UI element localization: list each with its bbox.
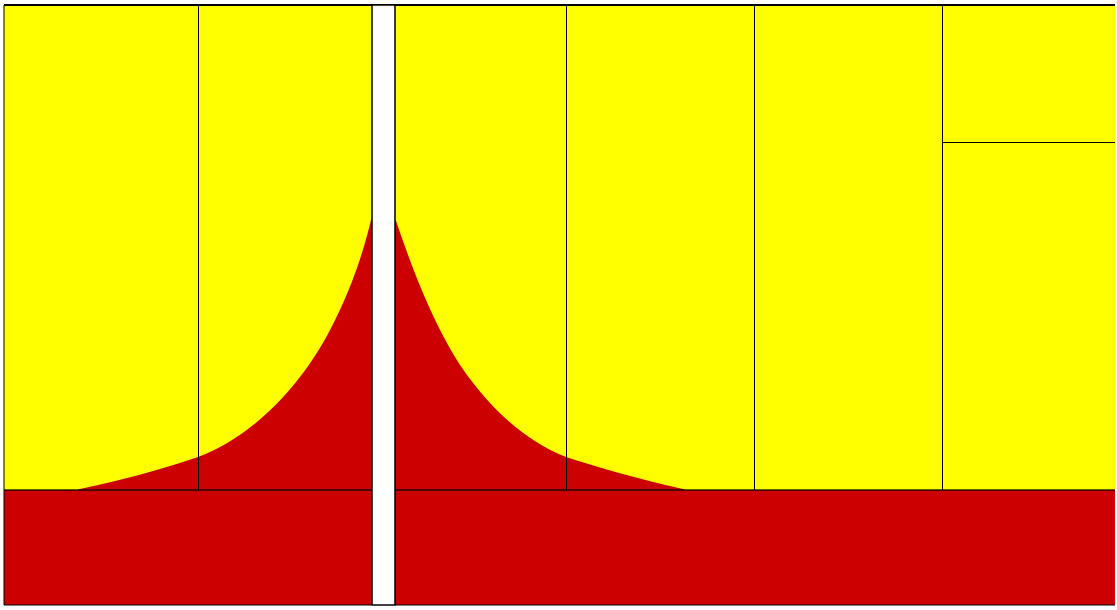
central-shaft <box>371 4 396 606</box>
upper-layer <box>4 5 1115 490</box>
cone-left <box>70 216 372 491</box>
vertical-dividers <box>198 5 943 490</box>
cone-right <box>395 218 692 491</box>
lower-layer <box>4 490 1115 605</box>
